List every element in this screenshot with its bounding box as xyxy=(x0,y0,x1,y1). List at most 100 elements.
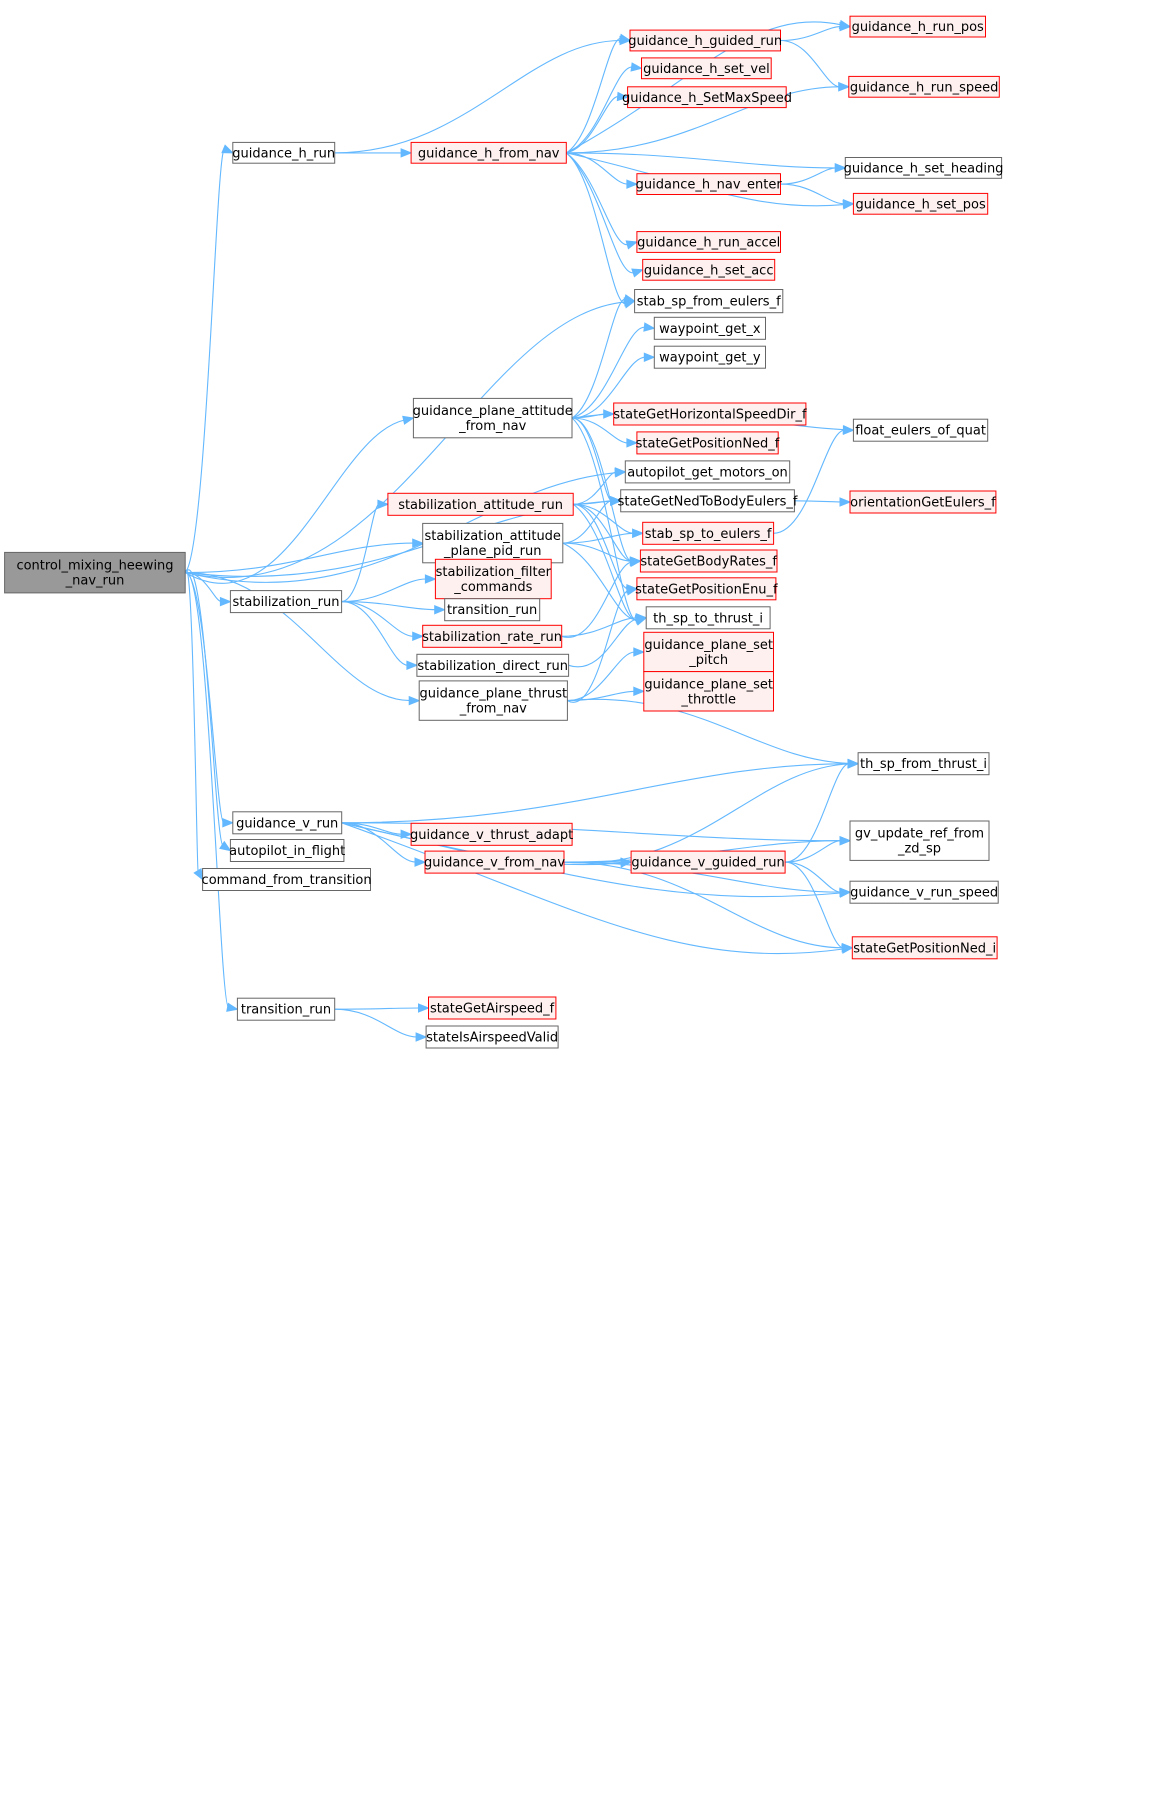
edge-root-to-transrun2 xyxy=(184,572,239,1012)
node-orientation[interactable]: orientationGetEulers_f xyxy=(849,490,997,514)
node-stabdirect[interactable]: stabilization_direct_run xyxy=(416,653,570,677)
node-label: stabilization_direct_run xyxy=(417,659,568,674)
node-bodyrates[interactable]: stateGetBodyRates_f xyxy=(639,549,778,573)
node-hnaventer[interactable]: guidance_h_nav_enter xyxy=(636,173,783,195)
node-label: autopilot_in_flight xyxy=(229,844,345,859)
edge-stabrun-to-transrun1 xyxy=(341,601,447,615)
edge-stabsptoeul-to-floateulers xyxy=(773,425,855,534)
node-label: guidance_v_guided_run xyxy=(631,856,784,871)
node-thsptothrust[interactable]: th_sp_to_thrust_i xyxy=(645,606,771,630)
node-box xyxy=(229,590,343,614)
node-hmaxspeed[interactable]: guidance_h_SetMaxSpeed xyxy=(622,86,792,109)
node-airspeedvalid[interactable]: stateIsAirspeedValid xyxy=(425,1025,559,1049)
node-transrun1[interactable]: transition_run xyxy=(444,598,541,622)
edge-line xyxy=(184,569,224,847)
edge-line xyxy=(566,152,837,169)
node-box xyxy=(849,880,999,904)
node-box xyxy=(412,397,573,439)
node-root[interactable]: control_mixing_heewing_nav_run xyxy=(4,551,186,594)
node-planesetpitch[interactable]: guidance_plane_set_pitch xyxy=(643,631,774,673)
node-hguided[interactable]: guidance_h_guided_run xyxy=(628,29,782,52)
arrow-head-icon xyxy=(610,496,623,506)
node-label: th_sp_to_thrust_i xyxy=(653,611,763,626)
node-transrun2[interactable]: transition_run xyxy=(236,997,336,1021)
arrow-head-icon xyxy=(625,240,639,250)
edge-vrun-to-vfromnav xyxy=(341,822,427,867)
node-hrun[interactable]: guidance_h_run xyxy=(232,141,336,164)
node-stabfilter[interactable]: stabilization_filter_commands xyxy=(434,558,552,600)
edge-vguided-to-vrunspeed xyxy=(785,861,852,897)
edge-line xyxy=(341,601,414,637)
node-box xyxy=(629,29,781,52)
node-stabrun[interactable]: stabilization_run xyxy=(229,590,343,614)
node-box xyxy=(645,606,771,630)
arrow-head-icon xyxy=(226,1002,239,1012)
arrow-head-icon xyxy=(839,887,852,897)
node-stabsp[interactable]: stab_sp_from_eulers_f xyxy=(634,289,784,314)
node-vfromnav[interactable]: guidance_v_from_nav xyxy=(424,850,565,874)
node-vguided[interactable]: guidance_v_guided_run xyxy=(630,850,786,874)
node-hsetvel[interactable]: guidance_h_set_vel xyxy=(641,57,772,80)
node-label: stateGetBodyRates_f xyxy=(640,555,777,570)
node-hfromnav[interactable]: guidance_h_from_nav xyxy=(410,141,567,164)
edge-line xyxy=(341,822,417,863)
arrow-head-icon xyxy=(838,82,851,92)
node-motorson[interactable]: autopilot_get_motors_on xyxy=(624,460,791,484)
arrow-head-icon xyxy=(377,499,390,510)
node-posenu[interactable]: stateGetPositionEnu_f xyxy=(635,577,778,601)
node-stabsptoeul[interactable]: stab_sp_to_eulers_f xyxy=(642,521,775,545)
node-apinflight[interactable]: autopilot_in_flight xyxy=(229,839,345,862)
node-gvupdate[interactable]: gv_update_ref_from_zd_sp xyxy=(849,820,990,861)
node-label: guidance_h_run_pos xyxy=(852,20,984,35)
node-hsetpos[interactable]: guidance_h_set_pos xyxy=(852,192,989,215)
node-box xyxy=(232,141,336,164)
node-vthrustadapt[interactable]: guidance_v_thrust_adapt xyxy=(410,822,573,846)
node-label: guidance_h_run_speed xyxy=(850,80,999,95)
node-label: gv_update_ref_from xyxy=(855,827,984,842)
node-hrunpos[interactable]: guidance_h_run_pos xyxy=(849,15,986,38)
edge-line xyxy=(341,578,427,603)
node-posnedf[interactable]: stateGetPositionNed_f xyxy=(636,431,780,455)
edge-stabattrun-to-posenu xyxy=(573,503,639,594)
node-box xyxy=(387,492,574,516)
node-hsetacc[interactable]: guidance_h_set_acc xyxy=(642,258,776,281)
edge-line xyxy=(780,39,840,88)
arrow-head-icon xyxy=(625,586,639,596)
edge-planethrust-to-planesetpitch xyxy=(567,647,646,702)
node-vrun[interactable]: guidance_v_run xyxy=(232,811,343,835)
node-planeatt[interactable]: guidance_plane_attitude_from_nav xyxy=(412,397,573,439)
node-hspeeddir[interactable]: stateGetHorizontalSpeedDir_f xyxy=(613,402,807,426)
node-box xyxy=(849,490,997,514)
node-floateulers[interactable]: float_eulers_of_quat xyxy=(852,418,989,442)
arrow-head-icon xyxy=(415,1032,428,1042)
node-wpy[interactable]: waypoint_get_y xyxy=(653,345,766,369)
edge-planethrust-to-posenu xyxy=(567,586,639,703)
node-stabrate[interactable]: stabilization_rate_run xyxy=(422,624,563,648)
node-label: stab_sp_to_eulers_f xyxy=(645,527,772,542)
node-stabattpid[interactable]: stabilization_attitude_plane_pid_run xyxy=(422,522,564,564)
node-box xyxy=(849,820,990,861)
node-posnedi[interactable]: stateGetPositionNed_i xyxy=(851,936,998,960)
arrow-head-icon xyxy=(400,148,413,158)
node-planesetthrottle[interactable]: guidance_plane_set_throttle xyxy=(643,671,774,712)
arrow-head-icon xyxy=(632,528,645,539)
node-hrunaccel[interactable]: guidance_h_run_accel xyxy=(636,231,782,253)
edge-line xyxy=(572,417,632,562)
node-label: stateGetPositionNed_f xyxy=(636,436,780,451)
node-label: _zd_sp xyxy=(897,842,941,857)
node-cmdtrans[interactable]: command_from_transition xyxy=(202,868,372,891)
edge-line xyxy=(780,26,842,42)
node-vrunspeed[interactable]: guidance_v_run_speed xyxy=(849,880,999,904)
node-box xyxy=(849,15,986,38)
node-airspeed[interactable]: stateGetAirspeed_f xyxy=(428,996,557,1020)
node-thspfromthrust[interactable]: th_sp_from_thrust_i xyxy=(857,752,990,776)
node-hrunspeed[interactable]: guidance_h_run_speed xyxy=(848,75,1000,98)
node-nedtobody[interactable]: stateGetNedToBodyEulers_f xyxy=(618,489,798,513)
edge-line xyxy=(563,861,844,949)
node-hsetheading[interactable]: guidance_h_set_heading xyxy=(844,157,1004,179)
node-wpx[interactable]: waypoint_get_x xyxy=(653,316,766,340)
node-label: guidance_v_from_nav xyxy=(424,856,565,871)
node-stabattrun[interactable]: stabilization_attitude_run xyxy=(387,492,574,516)
node-planethrust[interactable]: guidance_plane_thrust_from_nav xyxy=(418,680,568,721)
node-box xyxy=(851,936,998,960)
